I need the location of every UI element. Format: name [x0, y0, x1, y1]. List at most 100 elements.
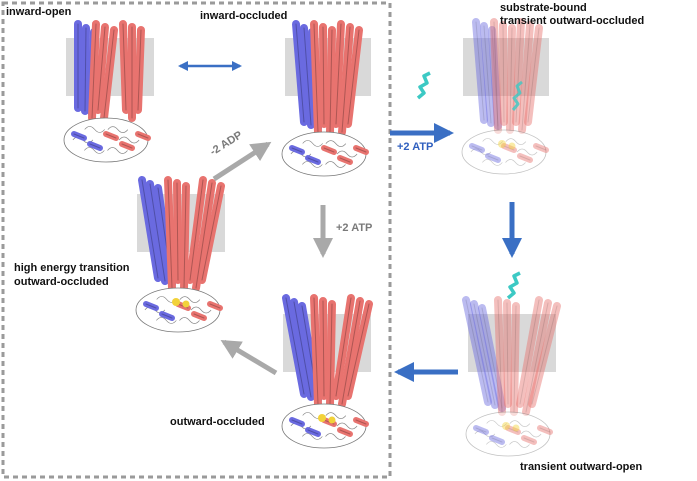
- helix-outline: [339, 157, 351, 163]
- helix-outline: [521, 24, 531, 131]
- helix-cylinder: [198, 182, 225, 284]
- loop-trace: [107, 147, 128, 154]
- helix-cylinder: [501, 143, 517, 153]
- helix-cylinder: [337, 155, 353, 165]
- helix-outline: [149, 183, 166, 282]
- helix-outline: [503, 145, 515, 151]
- loop-trace: [482, 138, 503, 145]
- helix-outline: [341, 300, 361, 405]
- helix-outline: [189, 179, 204, 281]
- helix-cylinder: [510, 302, 520, 416]
- loop-trace: [84, 147, 105, 154]
- helix-outline: [122, 23, 127, 111]
- helix-outline: [91, 23, 97, 119]
- helix-cylinder: [505, 425, 521, 435]
- loop-trace: [325, 433, 346, 440]
- helix-cylinder: [517, 153, 533, 163]
- helix-outline: [355, 419, 367, 425]
- helix-cylinder: [503, 299, 512, 408]
- helix-outline: [523, 437, 535, 443]
- helix-outline: [167, 179, 173, 289]
- helix-outline: [506, 302, 509, 405]
- helix-outline: [291, 147, 303, 153]
- helix-outline: [295, 23, 305, 123]
- loop-trace: [179, 296, 201, 303]
- helix-outline: [323, 147, 335, 153]
- substrate-molecule-icon: [416, 71, 431, 100]
- helix-outline: [347, 29, 360, 125]
- protein-outward-occluded: [281, 294, 373, 449]
- helix-outline: [313, 23, 319, 133]
- helix-cylinder: [537, 425, 553, 435]
- loop-trace: [84, 126, 105, 133]
- helix-outline: [161, 313, 173, 319]
- helix-outline: [201, 185, 222, 281]
- helix-outline: [195, 182, 213, 289]
- loop-trace: [336, 150, 358, 158]
- helix-outline: [471, 145, 483, 151]
- helix-outline: [355, 147, 367, 153]
- helix-cylinder: [521, 435, 537, 445]
- nucleotide-binding-domain: [135, 287, 221, 333]
- helix-cylinder: [489, 435, 505, 445]
- helix-cylinder: [88, 20, 100, 122]
- helix-outline: [535, 145, 547, 151]
- helix-cylinder: [186, 176, 207, 284]
- label-high-energy: high energy transition: [14, 262, 130, 274]
- helix-cylinder: [87, 141, 103, 151]
- helix-outline: [491, 437, 503, 443]
- nucleotide-binding-domain: [281, 131, 367, 177]
- helix-outline: [481, 307, 503, 409]
- atp-molecule-icon: [318, 414, 326, 422]
- atp-molecule-icon: [498, 140, 506, 148]
- loop-trace: [474, 430, 496, 438]
- helix-cylinder: [289, 417, 305, 427]
- helix-outline: [121, 143, 133, 149]
- helix-cylinder: [326, 26, 336, 136]
- label-inward-occluded: inward-occluded: [200, 10, 288, 22]
- loop-trace: [325, 161, 346, 168]
- loop-trace: [107, 126, 129, 133]
- protein-inward-occluded: [281, 20, 369, 177]
- atp-molecule-icon: [502, 422, 510, 430]
- helix-cylinder: [478, 304, 506, 412]
- helix-cylinder: [146, 180, 169, 285]
- helix-cylinder: [469, 143, 485, 153]
- helix-outline: [97, 26, 106, 111]
- helix-outline: [183, 185, 187, 289]
- helix-cylinder: [462, 296, 492, 406]
- helix-outline: [84, 27, 87, 112]
- loop-trace: [190, 306, 212, 314]
- loop-trace: [302, 140, 323, 147]
- helix-outline: [322, 300, 325, 397]
- atp-molecule-icon: [328, 416, 336, 424]
- helix-cylinder: [300, 24, 315, 129]
- helix-cylinder: [143, 301, 159, 311]
- helix-cylinder: [488, 26, 502, 130]
- loop-trace: [482, 159, 503, 166]
- helix-outline: [525, 302, 549, 413]
- helix-cylinder: [472, 18, 488, 124]
- helix-cylinder: [321, 145, 337, 155]
- nucleotide-binding-domain: [63, 117, 149, 163]
- helix-cylinder: [494, 296, 506, 416]
- protein-transient-outward-open: [462, 296, 561, 457]
- helix-outline: [209, 303, 221, 309]
- helix-outline: [483, 25, 492, 124]
- helix-cylinder: [94, 23, 109, 114]
- loop-trace: [509, 420, 531, 427]
- helix-cylinder: [71, 131, 87, 141]
- helix-outline: [487, 155, 499, 161]
- helix-cylinder: [103, 131, 119, 141]
- helix-outline: [493, 21, 499, 131]
- helix-cylinder: [506, 24, 516, 134]
- helix-cylinder: [499, 21, 508, 126]
- helix-outline: [137, 133, 149, 139]
- helix-cylinder: [100, 26, 118, 122]
- loop-trace: [509, 441, 530, 448]
- helix-outline: [322, 26, 325, 125]
- helix-outline: [293, 301, 312, 398]
- helix-cylinder: [344, 300, 373, 400]
- membrane-slab-transient-outward-open: [468, 314, 556, 372]
- helix-cylinder: [326, 300, 336, 408]
